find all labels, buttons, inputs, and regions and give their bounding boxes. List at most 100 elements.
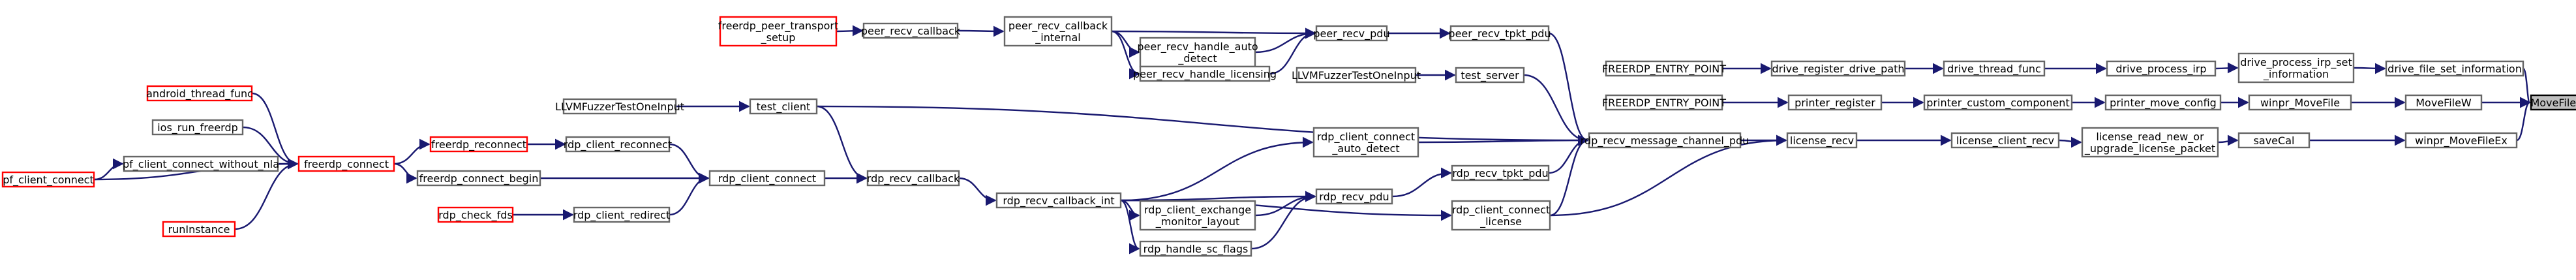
node-freerdp-entry-point-1[interactable]: FREERDP_ENTRY_POINT	[1602, 60, 1726, 77]
node-llvmfuzzertestoneinput-2[interactable]: LLVMFuzzerTestOneInput	[555, 98, 684, 115]
node-printer-move-config[interactable]: printer_move_config	[2104, 94, 2222, 111]
node-printer-register[interactable]: printer_register	[1787, 94, 1883, 111]
edge-drive-process-irp-set-information-to-drive-file-set-information	[2353, 63, 2386, 74]
edge-peer-recv-tpkt-pdu-to-rdp-recv-message-channel-pdu	[1548, 32, 1589, 146]
node-ios-run-freerdp[interactable]: ios_run_freerdp	[151, 119, 244, 136]
nodes-layer: MoveFileExW drive_file_set_informationMov…	[1, 16, 2576, 257]
node-label: freerdp_peer_transport	[718, 20, 839, 33]
node-test-client[interactable]: test_client	[749, 98, 818, 115]
edge-peer-recv-callback-internal-to-peer-recv-pdu	[1111, 27, 1316, 39]
node-label: printer_register	[1795, 97, 1875, 110]
node-savecal[interactable]: saveCal	[2237, 132, 2311, 149]
node-label: LLVMFuzzerTestOneInput	[555, 101, 684, 113]
node-rdp-client-exchange-monitor-layout[interactable]: rdp_client_exchange_monitor_layout	[1139, 200, 1256, 231]
node-freerdp-peer-transport-setup[interactable]: freerdp_peer_transport_setup	[718, 16, 839, 47]
edge-rdp-client-reconnect-to-rdp-client-connect	[669, 143, 710, 184]
node-pf-client-connect[interactable]: pf_client_connect	[1, 171, 95, 188]
node-movefileexw[interactable]: MoveFileExW	[2530, 94, 2576, 111]
node-box	[1950, 132, 2060, 149]
node-label: rdp_recv_tpkt_pdu	[1452, 167, 1548, 180]
node-drive-process-irp[interactable]: drive_process_irp	[2106, 60, 2217, 77]
node-license-read-new-or-upgrade-license-packet[interactable]: license_read_new_or_upgrade_license_pack…	[2081, 127, 2219, 158]
node-label: peer_recv_handle_auto	[1137, 40, 1258, 54]
node-box	[708, 170, 826, 187]
node-box	[562, 98, 677, 115]
node-label: FREERDP_ENTRY_POINT	[1602, 63, 1726, 76]
node-rdp-client-redirect[interactable]: rdp_client_redirect	[573, 206, 671, 223]
node-label: _upgrade_license_packet	[2084, 142, 2215, 155]
node-label: freerdp_connect_begin	[419, 172, 539, 185]
node-label: rdp_client_connect	[1317, 131, 1415, 144]
edges-layer	[93, 25, 2531, 255]
edge-drive-process-irp-to-drive-process-irp-set-information	[2215, 62, 2239, 74]
node-peer-recv-handle-licensing[interactable]: peer_recv_handle_licensing	[1133, 65, 1277, 82]
node-box	[429, 136, 528, 153]
node-box	[2106, 60, 2217, 77]
node-rdp-client-connect-auto-detect[interactable]: rdp_client_connect_auto_detect	[1312, 127, 1419, 158]
node-box	[123, 155, 279, 172]
node-box	[1770, 60, 1906, 77]
node-peer-recv-handle-auto-detect[interactable]: peer_recv_handle_auto_detect	[1137, 37, 1258, 68]
node-label: _internal	[1035, 31, 1080, 44]
node-printer-custom-component[interactable]: printer_custom_component	[1923, 94, 2073, 111]
node-box	[1315, 188, 1393, 205]
node-rdp-handle-sc-flags[interactable]: rdp_handle_sc_flags	[1139, 240, 1252, 257]
node-freerdp-entry-point-2[interactable]: FREERDP_ENTRY_POINT	[1602, 94, 1726, 111]
node-test-server[interactable]: test_server	[1455, 67, 1525, 84]
node-label: ios_run_freerdp	[157, 121, 238, 134]
node-label: MoveFileW	[2416, 97, 2472, 109]
node-freerdp-connect[interactable]: freerdp_connect	[297, 155, 395, 172]
node-rdp-check-fds[interactable]: rdp_check_fds	[437, 206, 514, 223]
node-box	[2404, 132, 2518, 149]
node-label: drive_file_set_information	[2387, 63, 2522, 76]
node-box	[1787, 94, 1883, 111]
node-freerdp-connect-begin[interactable]: freerdp_connect_begin	[416, 170, 541, 187]
node-pf-client-connect-without-nla[interactable]: pf_client_connect_without_nla	[123, 155, 279, 172]
node-drive-file-set-information[interactable]: drive_file_set_information	[2385, 60, 2524, 77]
node-label: peer_recv_tpkt_pdu	[1448, 27, 1551, 40]
node-movefilew[interactable]: MoveFileW	[2404, 94, 2483, 111]
node-rdp-recv-tpkt-pdu[interactable]: rdp_recv_tpkt_pdu	[1451, 164, 1550, 181]
node-box	[151, 119, 244, 136]
node-box	[2248, 94, 2352, 111]
edge-rdp-recv-callback-to-rdp-recv-callback-int	[958, 177, 997, 206]
node-rdp-recv-pdu[interactable]: rdp_recv_pdu	[1315, 188, 1393, 205]
node-box	[866, 170, 960, 187]
node-box	[1449, 25, 1550, 42]
node-license-recv[interactable]: license_recv	[1786, 132, 1858, 149]
edge-android-thread-func-to-freerdp-connect	[251, 92, 299, 170]
node-peer-recv-callback-internal[interactable]: peer_recv_callback_internal	[1003, 16, 1113, 47]
node-rdp-client-connect[interactable]: rdp_client_connect	[708, 170, 826, 187]
node-peer-recv-tpkt-pdu[interactable]: peer_recv_tpkt_pdu	[1448, 25, 1551, 42]
node-peer-recv-callback[interactable]: peer_recv_callback	[861, 22, 961, 39]
node-box	[1605, 94, 1723, 111]
node-drive-thread-func[interactable]: drive_thread_func	[1943, 60, 2046, 77]
node-label: _setup	[761, 31, 796, 44]
node-drive-register-drive-path[interactable]: drive_register_drive_path	[1770, 60, 1906, 77]
node-llvmfuzzertestoneinput-1[interactable]: LLVMFuzzerTestOneInput	[1292, 67, 1421, 84]
node-box	[2237, 52, 2355, 84]
node-android-thread-func[interactable]: android_thread_func	[146, 85, 253, 102]
node-box	[1139, 37, 1256, 68]
node-drive-process-irp-set-information[interactable]: drive_process_irp_set_information	[2237, 52, 2355, 84]
node-box	[862, 22, 959, 39]
node-winpr-movefileex[interactable]: winpr_MoveFileEx	[2404, 132, 2518, 149]
node-winpr-movefile[interactable]: winpr_MoveFile	[2248, 94, 2352, 111]
edge-rdp-recv-callback-int-to-rdp-handle-sc-flags	[1120, 199, 1140, 255]
node-box	[297, 155, 395, 172]
node-box	[1139, 65, 1271, 82]
node-box	[2385, 60, 2524, 77]
node-rdp-client-connect-license[interactable]: rdp_client_connect_license	[1451, 200, 1551, 231]
node-box	[1605, 60, 1723, 77]
node-freerdp-reconnect[interactable]: freerdp_reconnect	[429, 136, 528, 153]
node-runinstance[interactable]: runInstance	[162, 221, 236, 238]
node-rdp-recv-message-channel-pdu[interactable]: rdp_recv_message_channel_pdu	[1581, 132, 1750, 149]
node-peer-recv-pdu[interactable]: peer_recv_pdu	[1313, 25, 1390, 42]
node-rdp-recv-callback-int[interactable]: rdp_recv_callback_int	[995, 192, 1122, 209]
node-label: FREERDP_ENTRY_POINT	[1602, 97, 1726, 110]
node-rdp-recv-callback[interactable]: rdp_recv_callback	[866, 170, 960, 187]
edge-freerdp-connect-to-freerdp-connect-begin	[393, 163, 417, 184]
node-rdp-client-reconnect[interactable]: rdp_client_reconnect	[564, 136, 672, 153]
node-license-client-recv[interactable]: license_client_recv	[1950, 132, 2060, 149]
